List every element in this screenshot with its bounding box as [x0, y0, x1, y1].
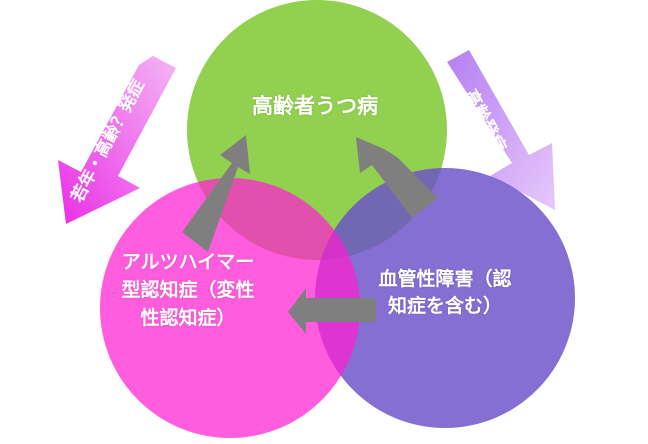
connector-arrow-right-to-top [356, 137, 438, 218]
side-arrow-right [447, 50, 555, 210]
circle-left-label: アルツハイマー型認知症（変性性認知症） [121, 251, 255, 329]
connector-arrow-left-to-top [182, 135, 250, 252]
circle-right [315, 168, 575, 428]
connector-arrow-right-to-left [288, 288, 376, 334]
circle-top-label: 高齢者うつ病 [252, 94, 378, 118]
circle-left [100, 178, 360, 438]
side-arrow-left [58, 56, 176, 224]
circle-right-label: 血管性障害（認知症を含む） [378, 268, 512, 317]
